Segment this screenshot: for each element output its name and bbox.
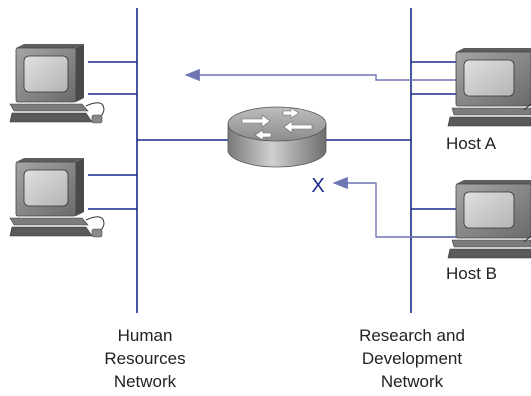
router-icon <box>227 106 327 168</box>
hr-computer-top-icon <box>9 44 105 124</box>
rd-network-label-line-1: Research and <box>359 326 465 345</box>
rd-network-label-line-2: Development <box>362 349 462 368</box>
hr-network-label-line-3: Network <box>114 372 177 391</box>
rd-network-label: Research and Development Network <box>359 326 465 391</box>
host-b-label: Host B <box>446 264 497 283</box>
host-a-computer-icon <box>447 48 531 127</box>
hr-computer-bottom-icon <box>9 158 105 238</box>
hr-network-label-line-1: Human <box>118 326 173 345</box>
host-a-label: Host A <box>446 134 497 153</box>
host-b-computer-icon <box>447 180 531 259</box>
host-a-allowed-flow-arrow <box>184 68 457 82</box>
host-b-blocked-flow-arrow <box>332 176 457 238</box>
hr-network-label-line-2: Resources <box>104 349 185 368</box>
hr-network-label: Human Resources Network <box>104 326 185 391</box>
blocked-x-marker: X <box>311 175 324 197</box>
rd-network-label-line-3: Network <box>381 372 444 391</box>
traffic-flows <box>184 68 457 238</box>
